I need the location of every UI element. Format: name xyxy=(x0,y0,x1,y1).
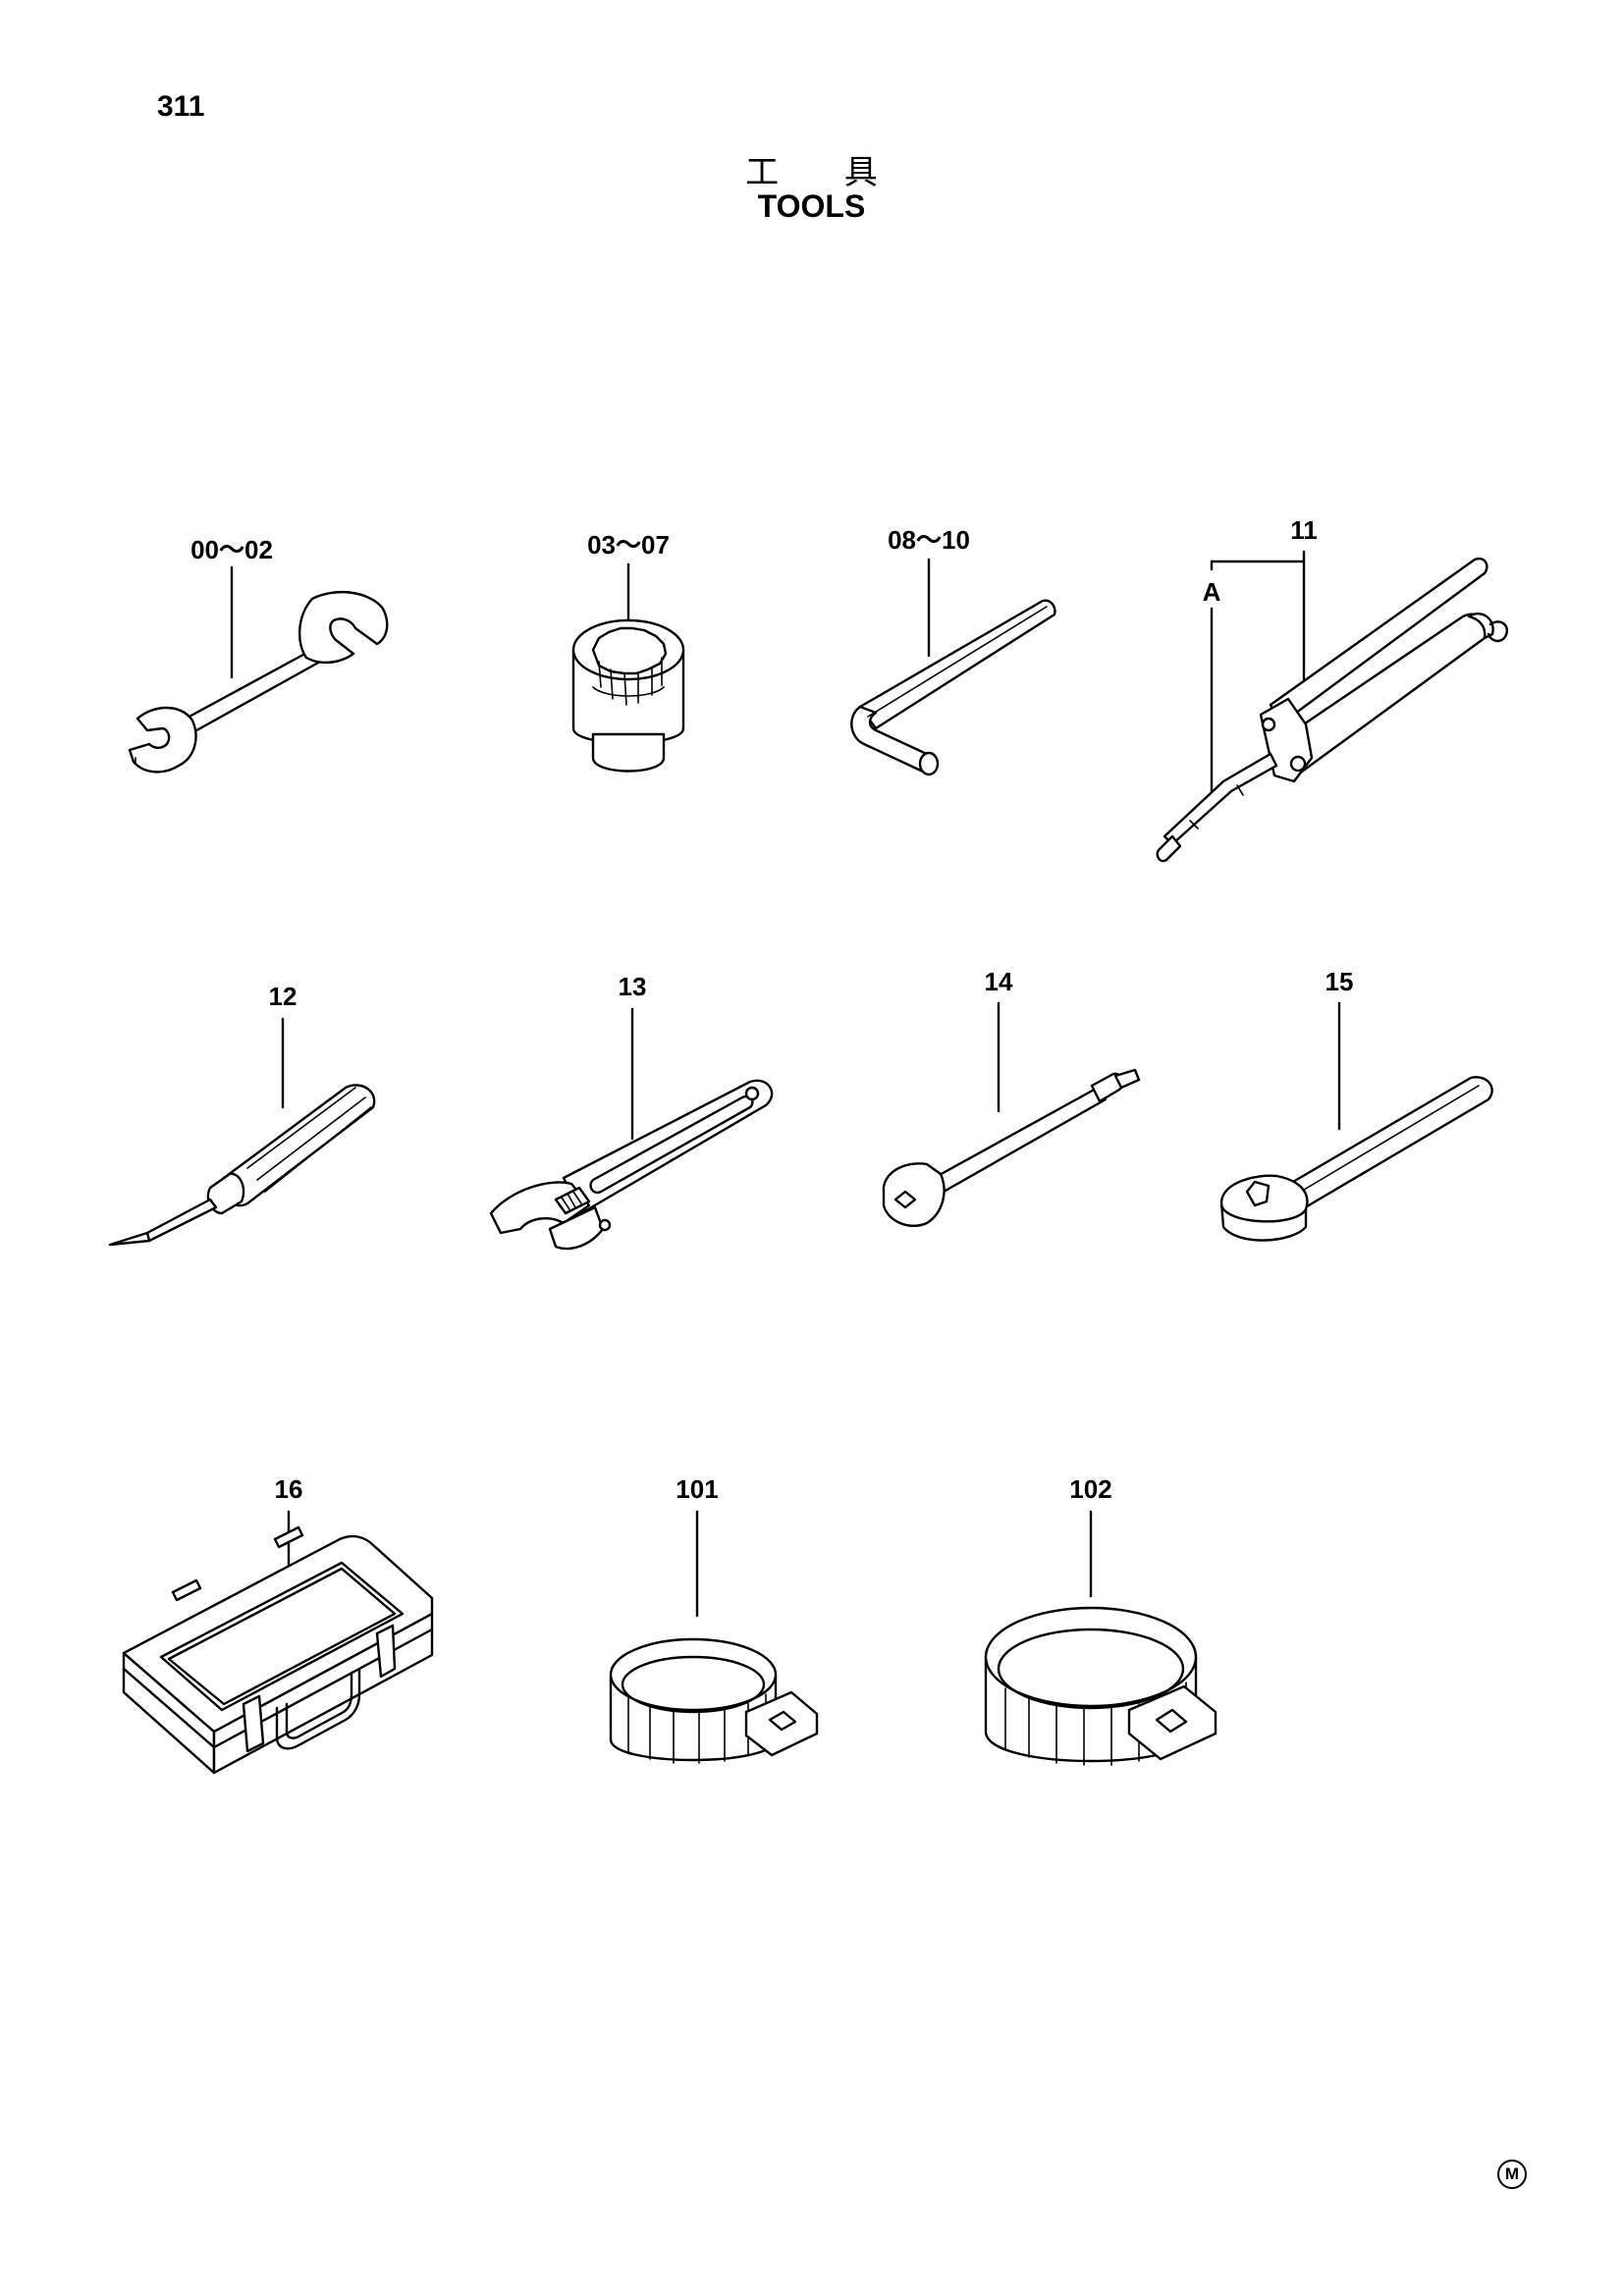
wrench-jaw-small xyxy=(128,706,197,774)
callout-label-102: 102 xyxy=(1069,1474,1112,1504)
extension-bar-socket-end xyxy=(882,1162,946,1228)
wrench-shank xyxy=(173,648,322,740)
adjustable-wrench-worm-screw xyxy=(554,1186,591,1215)
filter-wrench-large-square-hole xyxy=(1155,1708,1188,1734)
callout-label-a: A xyxy=(1202,577,1221,607)
grease-gun-coupler xyxy=(1156,834,1182,863)
tool-box-hinge-right xyxy=(273,1525,304,1549)
callout-label-15: 15 xyxy=(1325,967,1354,996)
page-title-japanese: 工 具 xyxy=(745,153,905,192)
page-number: 311 xyxy=(157,90,205,123)
tool-box-lid xyxy=(122,1534,434,1734)
tool-box-lid-panel xyxy=(159,1561,405,1712)
filter-wrench-small-rim xyxy=(609,1637,778,1712)
extension-bar-shaft xyxy=(925,1086,1108,1198)
tool-box-hinge-left xyxy=(171,1578,202,1602)
callout-label-14: 14 xyxy=(984,967,1013,996)
filter-wrench-small-square-hole xyxy=(768,1710,797,1732)
wrench-jaw-large xyxy=(298,590,389,665)
filter-wrench-large-drive-tab xyxy=(1127,1684,1217,1761)
callout-label-11: 11 xyxy=(1290,515,1318,545)
screwdriver-drawing xyxy=(108,1017,376,1247)
tool-box-latch-left xyxy=(242,1694,265,1753)
adjustable-wrench-hang-hole xyxy=(744,1086,760,1101)
screwdriver-tip xyxy=(108,1231,151,1247)
tool-box-drawing xyxy=(122,1510,434,1775)
manufacturer-mark: M xyxy=(1497,2160,1527,2189)
adjustable-wrench-handle xyxy=(562,1079,774,1215)
ratchet-square-drive xyxy=(1245,1180,1271,1207)
ratchet-handle-drawing xyxy=(1219,1001,1493,1242)
filter-wrench-large-drawing xyxy=(984,1510,1217,1766)
grease-gun-lever xyxy=(1269,557,1488,726)
grease-gun-drawing xyxy=(1156,550,1509,863)
filter-wrench-small-drive-tab xyxy=(744,1690,819,1757)
callout-label-03-07: 03～07 xyxy=(587,530,670,560)
screwdriver-handle xyxy=(221,1084,376,1207)
adjustable-wrench-drawing xyxy=(489,1007,774,1251)
callout-label-13: 13 xyxy=(618,972,647,1001)
extension-bar-drawing xyxy=(882,1001,1141,1228)
extension-bar-square-bore xyxy=(893,1190,917,1209)
grease-gun-pull-ring xyxy=(1487,620,1509,643)
callout-label-101: 101 xyxy=(676,1474,719,1504)
ratchet-handle-head xyxy=(1219,1174,1309,1242)
grease-gun-hose xyxy=(1163,752,1278,846)
tool-box-handle xyxy=(275,1667,361,1750)
callout-label-12: 12 xyxy=(268,982,298,1011)
ratchet-handle-bar xyxy=(1284,1076,1493,1211)
hex-key-end xyxy=(918,751,940,776)
open-end-wrench-drawing xyxy=(128,565,389,774)
socket-twelve-point-bore xyxy=(591,626,668,675)
socket-drawing xyxy=(571,562,685,773)
callout-label-16: 16 xyxy=(274,1474,303,1504)
screwdriver-shaft xyxy=(145,1198,218,1243)
callout-label-00-02: 00～02 xyxy=(190,535,273,564)
socket-drive-end xyxy=(591,732,666,773)
extension-bar-square-drive xyxy=(1113,1068,1141,1090)
hex-key-drawing xyxy=(850,558,1056,776)
callout-label-08-10: 08～10 xyxy=(888,525,970,555)
tool-box-latch-right xyxy=(375,1624,397,1679)
filter-wrench-small-drawing xyxy=(609,1510,819,1764)
page-title: TOOLS xyxy=(757,188,866,224)
filter-wrench-large-rim xyxy=(984,1606,1198,1708)
